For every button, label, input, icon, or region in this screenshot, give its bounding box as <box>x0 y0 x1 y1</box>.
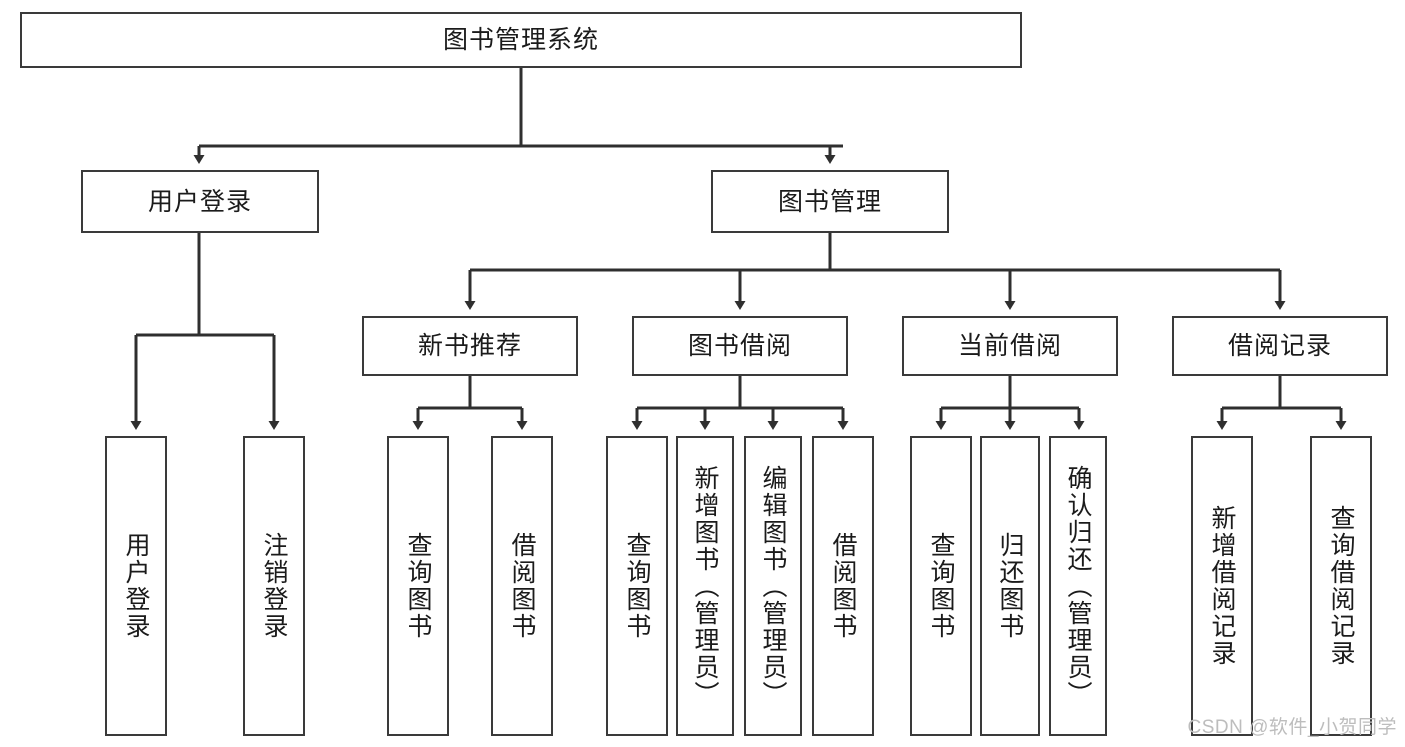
node-leaf-query-book-borrow[interactable]: 查询图书 <box>606 436 668 736</box>
node-label: 新增图书（管理员） <box>691 464 719 708</box>
node-leaf-logout-login[interactable]: 注销登录 <box>243 436 305 736</box>
node-borrow-record[interactable]: 借阅记录 <box>1172 316 1388 376</box>
node-label: 用户登录 <box>122 532 150 640</box>
user-login-to-leaves-edges <box>130 233 280 430</box>
node-leaf-user-login[interactable]: 用户登录 <box>105 436 167 736</box>
node-current-borrow[interactable]: 当前借阅 <box>902 316 1118 376</box>
node-leaf-edit-book-admin[interactable]: 编辑图书（管理员） <box>744 436 802 736</box>
node-leaf-query-book-new-rec[interactable]: 查询图书 <box>387 436 449 736</box>
node-label: 图书借阅 <box>687 332 792 360</box>
node-label: 图书管理 <box>777 187 882 216</box>
node-leaf-borrow-book-new-rec[interactable]: 借阅图书 <box>491 436 553 736</box>
node-label: 查询借阅记录 <box>1327 505 1355 667</box>
current-borrow-to-leaves-edges <box>935 376 1085 430</box>
node-label: 借阅图书 <box>508 532 536 640</box>
borrow-record-to-leaves-edges <box>1216 376 1347 430</box>
node-label: 查询图书 <box>927 532 955 640</box>
node-leaf-return-book[interactable]: 归还图书 <box>980 436 1040 736</box>
node-label: 新书推荐 <box>417 332 522 360</box>
node-user-login[interactable]: 用户登录 <box>81 170 319 233</box>
node-label: 查询图书 <box>404 532 432 640</box>
book-manage-to-level3-edges <box>464 233 1286 310</box>
node-leaf-borrow-book-borrow[interactable]: 借阅图书 <box>812 436 874 736</box>
node-label: 注销登录 <box>260 532 288 640</box>
node-label: 编辑图书（管理员） <box>759 464 787 708</box>
new-book-rec-to-leaves-edges <box>412 376 528 430</box>
node-leaf-query-borrow-record[interactable]: 查询借阅记录 <box>1310 436 1372 736</box>
node-label: 借阅图书 <box>829 532 857 640</box>
book-borrow-to-leaves-edges <box>631 376 849 430</box>
root-to-level2-edges <box>193 68 843 164</box>
node-root-book-management-system[interactable]: 图书管理系统 <box>20 12 1022 68</box>
node-label: 图书管理系统 <box>442 26 599 54</box>
node-book-borrow[interactable]: 图书借阅 <box>632 316 848 376</box>
node-leaf-add-book-admin[interactable]: 新增图书（管理员） <box>676 436 734 736</box>
node-leaf-add-borrow-record[interactable]: 新增借阅记录 <box>1191 436 1253 736</box>
watermark-text: CSDN @软件_小贺同学 <box>1187 717 1397 738</box>
node-label: 查询图书 <box>623 532 651 640</box>
node-leaf-query-book-current[interactable]: 查询图书 <box>910 436 972 736</box>
node-label: 借阅记录 <box>1227 332 1332 360</box>
node-label: 用户登录 <box>147 187 252 216</box>
node-label: 归还图书 <box>996 532 1024 640</box>
node-book-manage[interactable]: 图书管理 <box>711 170 949 233</box>
node-label: 当前借阅 <box>957 332 1062 360</box>
node-leaf-confirm-return-admin[interactable]: 确认归还（管理员） <box>1049 436 1107 736</box>
node-label: 确认归还（管理员） <box>1064 464 1092 708</box>
node-new-book-recommend[interactable]: 新书推荐 <box>362 316 578 376</box>
node-label: 新增借阅记录 <box>1208 505 1236 667</box>
